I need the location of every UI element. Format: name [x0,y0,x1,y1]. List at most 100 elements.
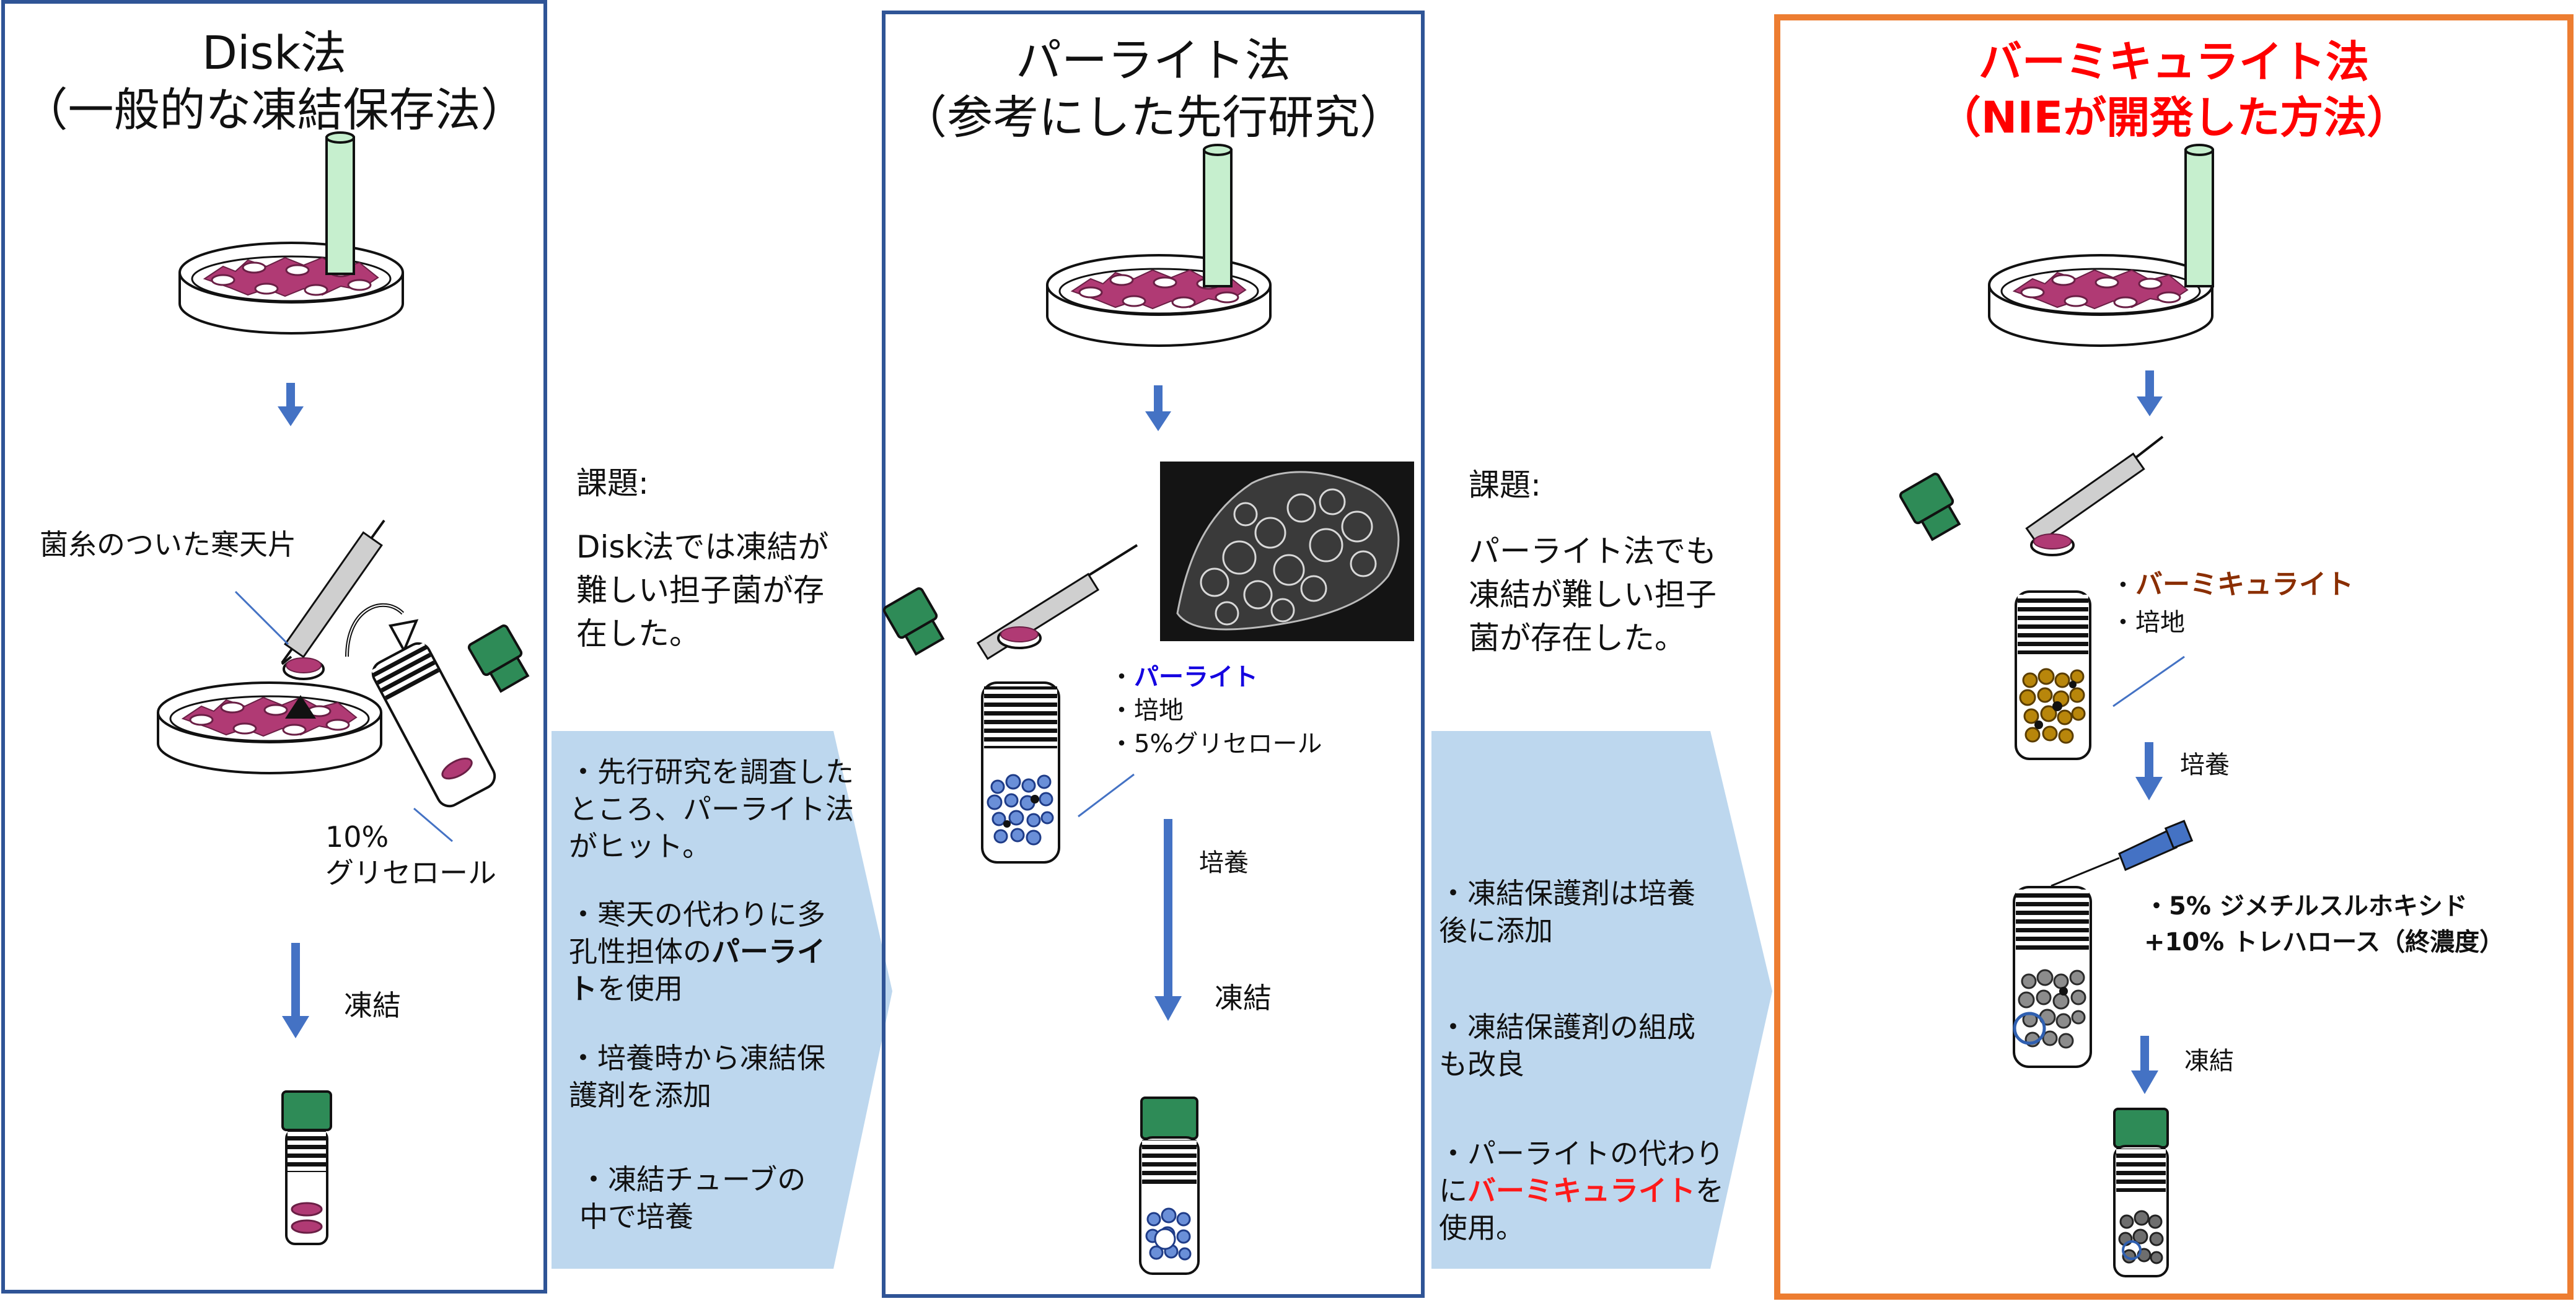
bullet-line: ・パーライトの代わり [1439,1137,1724,1170]
panel-vermiculite-title: バーミキュライト法 （NIEが開発した方法） [1777,34,2570,146]
down-arrow-icon [1154,819,1182,1021]
panel-perlite-border [882,11,1425,1298]
panel-perlite-title: パーライト法 （参考にした先行研究） [884,32,1423,146]
bullet-line: ・凍結保護剤の組成 [1439,1010,1695,1044]
bullet-line: ・寒天の代わりに多 [569,898,825,931]
issue-line: 菌が存在した。 [1469,620,1686,656]
perlite-culture-tube [981,681,1060,864]
bullet-line: 孔性担体のパーライ [569,933,825,970]
pointer-line [413,807,453,843]
chevron-arrow-1 [552,731,892,1269]
bullet-line: も改良 [1439,1048,1524,1081]
ingredient-line: ・培地 [1109,696,1184,725]
bullet-line: 後に添加 [1439,914,1553,947]
bullet-text: 孔性担体の [569,935,711,968]
freeze-label: 凍結 [344,989,401,1022]
chevron-arrow-2 [1431,731,1772,1269]
bullet-text: を [1695,1174,1724,1207]
down-arrow-icon [278,383,304,426]
panel-disk-title: Disk法 （一般的な凍結保存法） [3,25,545,139]
title-line: バーミキュライト法 [1979,37,2369,87]
chevron2-bullet-1: ・凍結保護剤は培養 後に添加 [1439,875,1695,949]
panel-vermiculite-border [1774,14,2574,1300]
green-cap-icon [467,624,530,693]
chevron1-bullet-4: ・凍結チューブの 中で培養 [579,1161,806,1235]
bullet-line: ところ、パーライト法 [569,792,854,826]
disk-tilted-tube [371,642,496,808]
perlite-micrograph [1160,462,1414,641]
bullet-line: ・先行研究を調査した [569,755,854,789]
chevron1-bullet-3: ・培養時から凍結保 護剤を添加 [569,1040,825,1114]
cryoprotectant-additive: ・5% ジメチルスルホキシド +10% トレハロース（終濃度） [2144,888,2504,960]
freeze-label: 凍結 [2184,1047,2234,1075]
bullet-emphasis: バーミキュライト [1467,1174,1695,1207]
glycerol-label-percent: 10% [325,820,389,854]
pointer-line [234,590,289,646]
vermiculite-culture-tube [2015,590,2091,760]
agar-piece-label: 菌糸のついた寒天片 [40,528,296,561]
ingredient-perlite: パーライト [1134,663,1258,691]
disk-frozen-tube [281,1090,332,1245]
chevron1-bullet-2: ・寒天の代わりに多 孔性担体のパーライ トを使用 [569,896,825,1007]
additive-line: +10% トレハロース（終濃度） [2144,928,2505,957]
pipette-icon [2051,820,2194,887]
issue-line: 在した。 [576,616,700,652]
down-arrow-icon [1145,385,1171,431]
ingredient-line: ・5%グリセロール [1109,730,1322,758]
down-arrow-icon [2131,1036,2158,1094]
additive-line: ・5% ジメチルスルホキシド [2144,892,2468,921]
bullet-mark: ・ [2111,571,2135,600]
down-arrow-icon [282,943,309,1038]
title-line: パーライト法 [1016,34,1291,87]
perlite-ingredients: ・パーライト ・培地 ・5%グリセロール [1109,660,1322,761]
ingredient-vermiculite: バーミキュライト [2135,569,2354,600]
bullet-line: 中で培養 [579,1200,693,1233]
title-line: （参考にした先行研究） [901,91,1405,144]
bullet-line: ・凍結保護剤は培養 [1439,877,1695,910]
issue-heading: 課題: [1469,467,1541,503]
culture-label: 培養 [1199,849,1249,877]
vermiculite-frozen-tube [2113,1108,2169,1277]
pointer-line [2112,655,2185,707]
glycerol-label-name: グリセロール [325,856,496,890]
green-cap-icon [1899,473,1961,541]
bullet-line: 使用。 [1439,1211,1524,1245]
chevron2-bullet-3: ・パーライトの代わり にバーミキュライトを 使用。 [1439,1135,1724,1246]
vermiculite-spatula [2025,436,2164,556]
issue-text: Disk法では凍結が 難しい担子菌が存 在した。 [576,525,829,655]
bullet-line: ・凍結チューブの [579,1163,806,1196]
issue-line: Disk法では凍結が [576,529,829,565]
bullet-line: ・培養時から凍結保 [569,1041,825,1075]
vermiculite-ingredients: ・バーミキュライト ・培地 [2111,566,2354,641]
chevron1-bullet-1: ・先行研究を調査した ところ、パーライト法 がヒット。 [569,753,854,865]
issue-text: パーライト法でも 凍結が難しい担子 菌が存在した。 [1469,530,1717,660]
title-line: Disk法 [202,27,346,80]
bullet-emphasis: パーライ [711,935,825,968]
issue-line: 難しい担子菌が存 [576,572,824,608]
issue-line: 凍結が難しい担子 [1469,577,1717,613]
bullet-text: に [1439,1174,1467,1207]
chevron2-bullet-2: ・凍結保護剤の組成 も改良 [1439,1009,1695,1083]
issue-heading: 課題: [576,465,649,501]
ingredient-line: ・パーライト [1109,660,1322,694]
freeze-label: 凍結 [1215,981,1272,1015]
down-arrow-icon [2137,370,2163,416]
perlite-spatula [976,544,1138,660]
issue-line: パーライト法でも [1469,533,1717,569]
bullet-emphasis: ト [569,972,597,1005]
vermiculite-additive-tube [2013,886,2092,1068]
title-line: （一般的な凍結保存法） [22,84,527,137]
bullet-line: がヒット。 [569,830,711,863]
green-cap-icon [882,587,945,656]
bullet-line: にバーミキュライトを [1439,1172,1724,1209]
culture-label: 培養 [2180,751,2230,779]
bullet-mark: ・ [1109,663,1134,691]
disk-cutting-dish [157,519,419,774]
bullet-line: トを使用 [569,970,825,1007]
pointer-line [1078,773,1135,818]
bullet-line: 護剤を添加 [569,1079,711,1112]
perlite-frozen-tube [1139,1097,1200,1275]
ingredient-line: ・培地 [2111,608,2185,637]
vermiculite-dish-with-rod [1988,144,2214,347]
